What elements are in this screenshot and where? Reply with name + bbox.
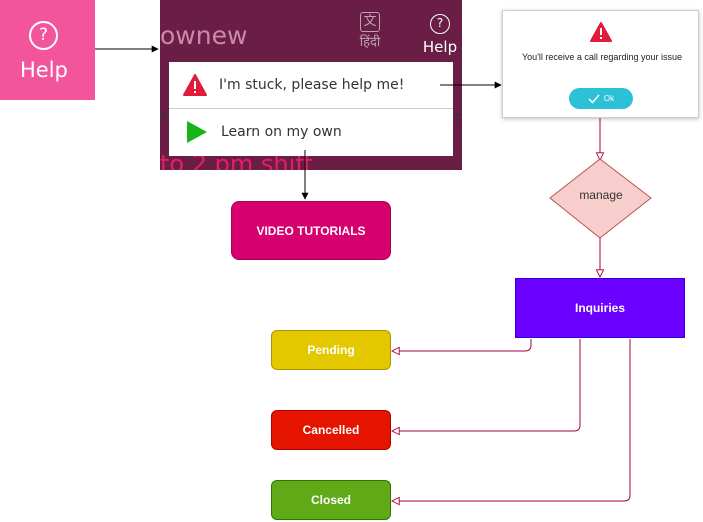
- closed-node[interactable]: Closed: [271, 480, 391, 520]
- background-text-right: c: [455, 108, 462, 124]
- help-tile[interactable]: ? Help: [0, 0, 95, 100]
- manage-label: manage: [579, 188, 623, 202]
- video-tutorials-node[interactable]: VIDEO TUTORIALS: [231, 201, 391, 260]
- call-dialog: You'll receive a call regarding your iss…: [502, 10, 699, 118]
- pending-node[interactable]: Pending: [271, 330, 391, 370]
- ok-button-label: Ok: [603, 94, 615, 103]
- edge-inquiries-to-pending: [392, 339, 532, 351]
- app-screenshot: ownew to 2 pm shift 文 हिंदी ? Help s c I…: [160, 0, 462, 170]
- cancelled-node[interactable]: Cancelled: [271, 410, 391, 450]
- question-circle-icon: ?: [430, 14, 450, 34]
- menu-item-learn-label: Learn on my own: [221, 124, 342, 140]
- translate-icon: 文: [360, 12, 380, 32]
- check-icon: [588, 94, 600, 104]
- dialog-message: You'll receive a call regarding your iss…: [522, 52, 682, 62]
- background-text-left: s: [160, 108, 167, 124]
- warning-icon: [183, 74, 207, 96]
- help-menu: I'm stuck, please help me! Learn on my o…: [169, 62, 453, 156]
- language-button[interactable]: 文 हिंदी: [357, 12, 383, 50]
- edge-inquiries-to-closed: [392, 339, 631, 501]
- play-icon: [187, 121, 207, 143]
- ok-button[interactable]: Ok: [569, 88, 633, 109]
- inquiries-node[interactable]: Inquiries: [515, 278, 685, 338]
- edge-inquiries-to-cancelled: [392, 339, 581, 431]
- menu-item-learn[interactable]: Learn on my own: [169, 109, 453, 155]
- header-help-button[interactable]: ? Help: [420, 14, 460, 56]
- menu-item-stuck[interactable]: I'm stuck, please help me!: [169, 62, 453, 109]
- warning-icon: [590, 22, 612, 42]
- header-help-label: Help: [422, 38, 458, 56]
- help-tile-label: Help: [20, 58, 68, 82]
- menu-item-stuck-label: I'm stuck, please help me!: [219, 77, 405, 93]
- language-button-label: हिंदी: [359, 34, 381, 49]
- question-circle-icon: ?: [29, 21, 58, 50]
- background-title: ownew: [160, 21, 248, 50]
